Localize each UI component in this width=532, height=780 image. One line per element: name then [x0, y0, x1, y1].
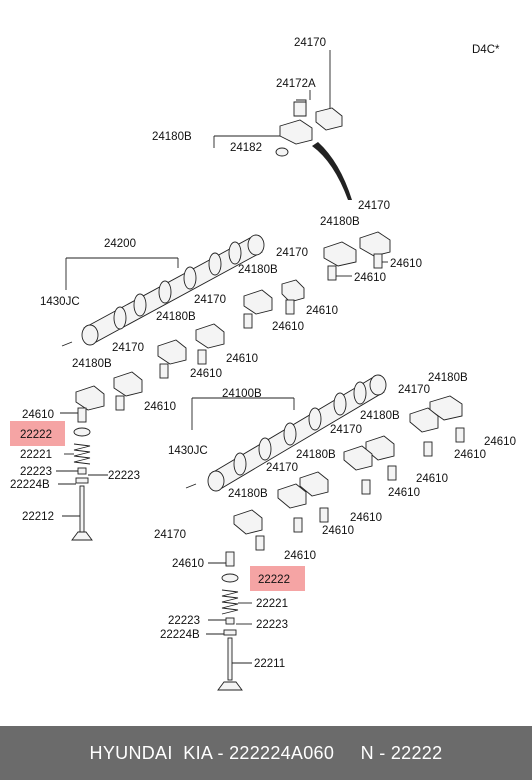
top-rocker-group — [213, 50, 352, 200]
label-24172a: 24172A — [276, 78, 316, 90]
label-22223: 22223 — [256, 619, 288, 631]
label-24170: 24170 — [358, 200, 390, 212]
highlight-22222-upper — [10, 421, 65, 446]
label-24610: 24610 — [484, 436, 516, 448]
label-24610: 24610 — [144, 401, 176, 413]
label-24180b: 24180B — [228, 488, 268, 500]
label-24180b: 24180B — [360, 410, 400, 422]
label-24610: 24610 — [190, 368, 222, 380]
label-24170: 24170 — [330, 424, 362, 436]
exhaust-camshaft — [185, 374, 387, 492]
label-22223: 22223 — [108, 470, 140, 482]
highlight-22222-lower — [250, 566, 305, 591]
label-24610: 24610 — [172, 558, 204, 570]
label-24180b: 24180B — [296, 449, 336, 461]
valve-assembly-lower — [206, 562, 252, 691]
label-24170: 24170 — [194, 294, 226, 306]
right-rocker-group — [323, 231, 391, 281]
label-24170: 24170 — [112, 342, 144, 354]
valve-assembly-upper — [56, 412, 108, 541]
label-22221: 22221 — [256, 598, 288, 610]
label-24610: 24610 — [416, 473, 448, 485]
label-1430jc: 1430JC — [40, 296, 80, 308]
label-24610: 24610 — [354, 272, 386, 284]
label-24180b: 24180B — [428, 372, 468, 384]
lower-rocker-group — [225, 395, 465, 567]
label-24170: 24170 — [398, 384, 430, 396]
label-22212: 22212 — [22, 511, 54, 523]
label-24170: 24170 — [154, 529, 186, 541]
label-24100b: 24100B — [222, 388, 262, 400]
label-24182: 24182 — [230, 142, 262, 154]
label-24610: 24610 — [322, 525, 354, 537]
label-22224b: 22224B — [10, 479, 50, 491]
label-24610: 24610 — [22, 409, 54, 421]
label-24610: 24610 — [388, 487, 420, 499]
label-22224b: 22224B — [160, 629, 200, 641]
label-24610: 24610 — [226, 353, 258, 365]
label-22223: 22223 — [168, 615, 200, 627]
label-24180b: 24180B — [320, 216, 360, 228]
footer-bar: HYUNDAI KIA - 222224A060 N - 22222 — [0, 726, 532, 780]
label-24170: 24170 — [276, 247, 308, 259]
label-24170: 24170 — [294, 37, 326, 49]
label-24170: 24170 — [266, 462, 298, 474]
label-24180b: 24180B — [152, 131, 192, 143]
label-24610: 24610 — [284, 550, 316, 562]
parts-diagram: D4C* 24170 24172A 24180B 24182 24170 241… — [10, 37, 516, 691]
label-24610: 24610 — [306, 305, 338, 317]
footer-text: HYUNDAI KIA - 222224A060 N - 22222 — [89, 742, 443, 763]
label-22222: 22222 — [20, 429, 52, 441]
label-24610: 24610 — [350, 512, 382, 524]
label-24610: 24610 — [272, 321, 304, 333]
label-22221: 22221 — [20, 449, 52, 461]
label-24610: 24610 — [454, 449, 486, 461]
label-24200: 24200 — [104, 238, 136, 250]
intake-camshaft — [61, 234, 265, 347]
label-22211: 22211 — [254, 658, 285, 670]
engine-code: D4C* — [472, 44, 500, 56]
label-22223: 22223 — [20, 466, 52, 478]
label-24180b: 24180B — [156, 311, 196, 323]
label-22222: 22222 — [258, 574, 290, 586]
label-24610: 24610 — [390, 258, 422, 270]
middle-rocker-group — [75, 279, 305, 423]
label-24180b: 24180B — [238, 264, 278, 276]
label-24180b: 24180B — [72, 358, 112, 370]
label-1430jc: 1430JC — [168, 445, 208, 457]
